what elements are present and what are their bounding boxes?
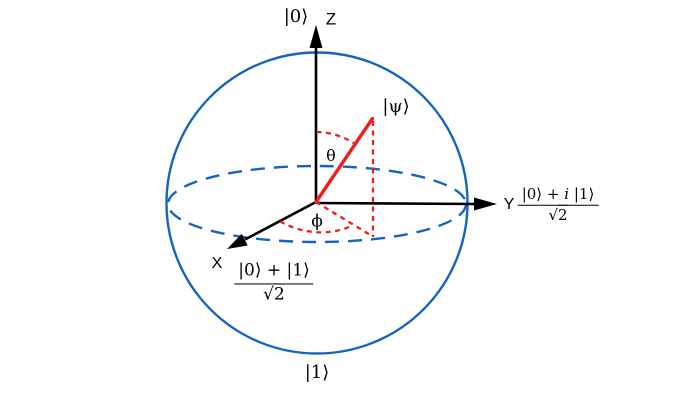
x-state-denominator: √2 [234, 284, 313, 305]
ket1-label: |1⟩ [304, 362, 330, 383]
y-state-numerator: |0⟩ + i |1⟩ [517, 184, 599, 206]
sqrt-radical: √ [548, 206, 558, 224]
y-state-denominator: √2 [518, 206, 599, 224]
phi-angle-arc [279, 220, 354, 234]
y-basis-state-label: |0⟩ + i |1⟩ √2 [517, 184, 599, 225]
psi-vector-label: |ψ⟩ [382, 96, 410, 117]
phi-angle-label: ϕ [311, 211, 323, 232]
x-axis-arrowhead [227, 233, 248, 249]
z-axis-label: Z [325, 9, 337, 29]
vector-projection-line [315, 201, 373, 237]
theta-angle-arc [316, 130, 356, 145]
x-state-numerator: |0⟩ + |1⟩ [234, 261, 314, 284]
theta-angle-label: θ [326, 146, 336, 165]
y-state-num-pre: |0⟩ + [521, 184, 565, 203]
y-state-num-imaginary: i [564, 184, 570, 203]
y-axis-arrowhead [474, 197, 497, 211]
sqrt-radicand: 2 [558, 206, 568, 224]
sqrt-radical: √ [263, 284, 274, 304]
state-vector [314, 116, 375, 204]
ket0-label: |0⟩ [283, 6, 309, 27]
x-basis-state-label: |0⟩ + |1⟩ √2 [234, 261, 314, 305]
sqrt-radicand: 2 [274, 284, 285, 304]
y-axis-label: Y [503, 196, 515, 213]
y-axis-line [315, 201, 479, 206]
y-state-num-post: |1⟩ [569, 184, 595, 203]
x-axis-label: X [211, 255, 223, 272]
z-axis-arrowhead [309, 25, 323, 48]
